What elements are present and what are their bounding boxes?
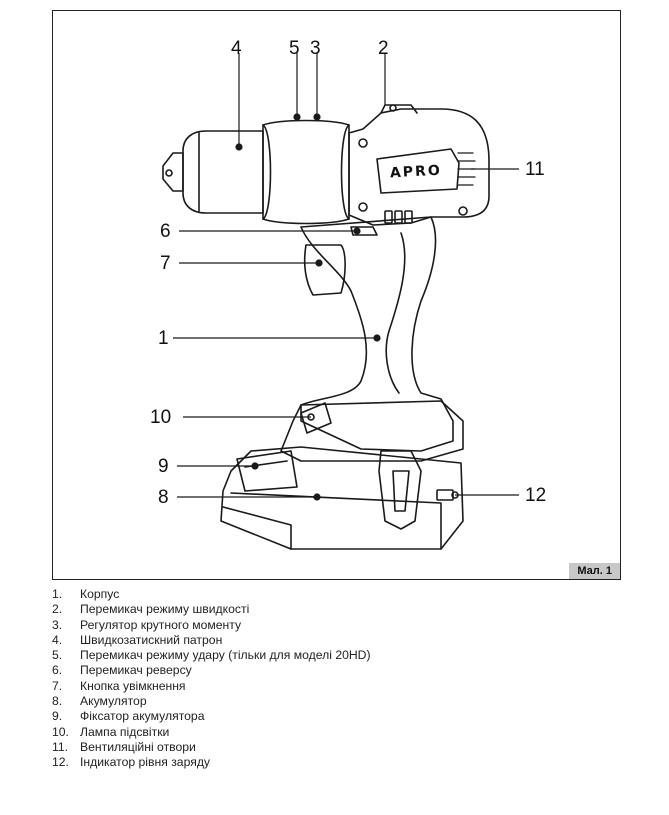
legend-item: 9. Фіксатор акумулятора — [52, 709, 371, 724]
legend-item: 12. Індикатор рівня заряду — [52, 755, 371, 770]
callout-4: 4 — [231, 38, 242, 59]
legend-item: 7. Кнопка увімкнення — [52, 679, 371, 694]
callout-12: 12 — [525, 485, 547, 506]
legend-number: 1. — [52, 587, 63, 601]
legend-text: Фіксатор акумулятора — [80, 709, 205, 724]
callout-1: 1 — [158, 328, 169, 349]
legend-number: 3. — [52, 617, 63, 632]
callout-5: 5 — [289, 38, 300, 59]
callout-8: 8 — [158, 487, 169, 508]
legend-text: Перемикач режиму удару (тільки для модел… — [80, 648, 371, 663]
legend-item: 5. Перемикач режиму удару (тільки для мод… — [52, 648, 371, 663]
callout-10: 10 — [150, 407, 172, 428]
legend-text: Лампа підсвітки — [80, 724, 170, 739]
legend-item: 4. Швидкозатискний патрон — [52, 633, 371, 648]
legend-number: 8. — [52, 694, 63, 709]
callout-3: 3 — [310, 38, 321, 59]
legend-item: 6. Перемикач реверсу — [52, 663, 371, 678]
legend-text: Акумулятор — [80, 694, 147, 709]
brand-logo-text: APRO — [389, 162, 443, 182]
callout-7: 7 — [160, 253, 171, 274]
legend-item: 11. Вентиляційні отвори — [52, 740, 371, 755]
legend-number: 6. — [52, 663, 63, 678]
legend-number: 10. — [52, 724, 69, 739]
legend-number: 4. — [52, 632, 63, 647]
legend-item: 2. Перемикач режиму швидкості — [52, 602, 371, 617]
callout-9: 9 — [158, 456, 169, 477]
legend-number: 9. — [52, 709, 63, 724]
parts-legend: 1. Корпус 2. Перемикач режиму швидкості 3.… — [52, 587, 371, 771]
legend-text: Перемикач режиму швидкості — [80, 602, 250, 617]
callout-11: 11 — [525, 159, 545, 180]
legend-item: 1. Корпус — [52, 587, 371, 602]
legend-text: Індикатор рівня заряду — [80, 755, 211, 770]
figure-label: Мал. 1 — [569, 563, 620, 579]
legend-number: 11. — [52, 739, 69, 754]
legend-text: Швидкозатискний патрон — [80, 632, 223, 647]
legend-text: Вентиляційні отвори — [80, 739, 196, 754]
legend-number: 2. — [52, 602, 63, 617]
legend-text: Корпус — [80, 587, 120, 601]
legend-item: 10. Лампа підсвітки — [52, 725, 371, 740]
legend-text: Перемикач реверсу — [80, 663, 192, 678]
figure-frame: APRO 4 5 3 2 11 6 7 1 10 9 8 12 Мал. 1 — [52, 10, 621, 580]
callout-6: 6 — [160, 221, 171, 242]
legend-number: 5. — [52, 648, 63, 663]
legend-number: 7. — [52, 678, 63, 693]
legend-text: Кнопка увімкнення — [80, 678, 186, 693]
legend-number: 12. — [52, 755, 69, 770]
legend-item: 3. Регулятор крутного моменту — [52, 618, 371, 633]
callout-2: 2 — [378, 38, 389, 59]
legend-text: Регулятор крутного моменту — [80, 617, 242, 632]
drill-illustration — [162, 53, 519, 550]
legend-item: 8. Акумулятор — [52, 694, 371, 709]
